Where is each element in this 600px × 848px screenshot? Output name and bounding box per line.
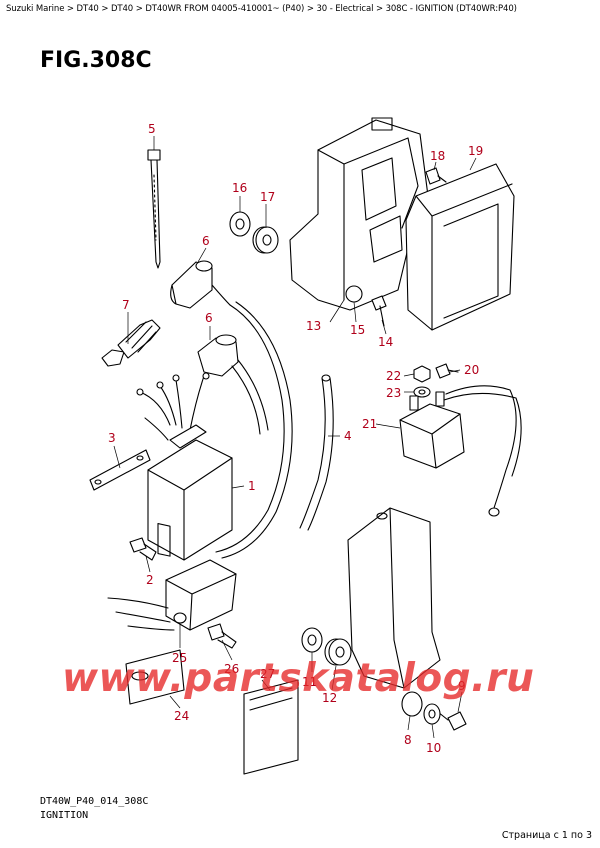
callout-7[interactable]: 7 (122, 298, 130, 312)
part-spark-plug[interactable] (101, 319, 161, 367)
part-plug-cap-lower[interactable] (197, 334, 239, 377)
part-washer-16[interactable] (229, 211, 251, 237)
part-bolt-14[interactable] (371, 295, 387, 327)
part-clamp[interactable] (125, 649, 185, 705)
breadcrumb[interactable]: Suzuki Marine > DT40 > DT40 > DT40WR FRO… (6, 4, 517, 14)
callout-6-upper[interactable]: 6 (202, 234, 210, 248)
part-bolt-9[interactable] (437, 711, 467, 731)
part-solenoid[interactable] (399, 385, 522, 517)
part-tag[interactable] (243, 679, 299, 775)
footer-code: DT40W_P40_014_308C (40, 796, 149, 807)
callout-23[interactable]: 23 (386, 386, 401, 400)
part-hose[interactable] (299, 374, 334, 531)
part-bolt-2[interactable] (129, 537, 157, 561)
part-grommet-17[interactable] (252, 226, 279, 254)
callout-16[interactable]: 16 (232, 181, 247, 195)
callout-17[interactable]: 17 (260, 190, 275, 204)
callout-8[interactable]: 8 (404, 733, 412, 747)
callout-4[interactable]: 4 (344, 429, 352, 443)
figure-title: FIG.308C (40, 48, 152, 73)
callout-20[interactable]: 20 (464, 363, 479, 377)
callout-15[interactable]: 15 (350, 323, 365, 337)
callout-5[interactable]: 5 (148, 122, 156, 136)
callout-1[interactable]: 1 (248, 479, 256, 493)
callout-19[interactable]: 19 (468, 144, 483, 158)
callout-14[interactable]: 14 (378, 335, 393, 349)
part-bracket-strip[interactable] (89, 449, 151, 491)
callout-27[interactable]: 27 (260, 667, 275, 681)
part-screw-18[interactable] (425, 167, 447, 185)
callout-22[interactable]: 22 (386, 369, 401, 383)
callout-3[interactable]: 3 (108, 431, 116, 445)
part-cable-tie[interactable] (147, 149, 161, 269)
callout-13[interactable]: 13 (306, 319, 321, 333)
callout-2[interactable]: 2 (146, 573, 154, 587)
callout-9[interactable]: 9 (458, 679, 466, 693)
callout-26[interactable]: 26 (224, 662, 239, 676)
page-indicator: Страница с 1 по 3 (501, 830, 592, 841)
part-grommet-12[interactable] (324, 638, 352, 666)
callout-6-lower[interactable]: 6 (205, 311, 213, 325)
part-plug-cap-upper[interactable] (170, 260, 231, 309)
callout-18[interactable]: 18 (430, 149, 445, 163)
callout-12[interactable]: 12 (322, 691, 337, 705)
part-nut-22[interactable] (413, 365, 431, 383)
part-washer-10[interactable] (423, 703, 441, 725)
part-bolt-26[interactable] (207, 623, 237, 649)
part-washer-23[interactable] (413, 386, 431, 398)
watermark: www.partskatalog.ru (62, 656, 535, 701)
callout-25[interactable]: 25 (172, 651, 187, 665)
callout-24[interactable]: 24 (174, 709, 189, 723)
part-grommet-11[interactable] (301, 627, 323, 653)
callout-11[interactable]: 11 (302, 675, 317, 689)
callout-10[interactable]: 10 (426, 741, 441, 755)
footer-caption: IGNITION (40, 810, 89, 821)
callout-21[interactable]: 21 (362, 417, 377, 431)
part-screw-20[interactable] (435, 363, 459, 379)
part-cdi-unit[interactable] (147, 424, 233, 561)
part-cover[interactable] (405, 163, 515, 331)
part-mounting-bracket[interactable] (347, 507, 441, 717)
part-ignition-coil[interactable] (107, 559, 237, 631)
part-electrical-housing[interactable] (289, 117, 429, 311)
